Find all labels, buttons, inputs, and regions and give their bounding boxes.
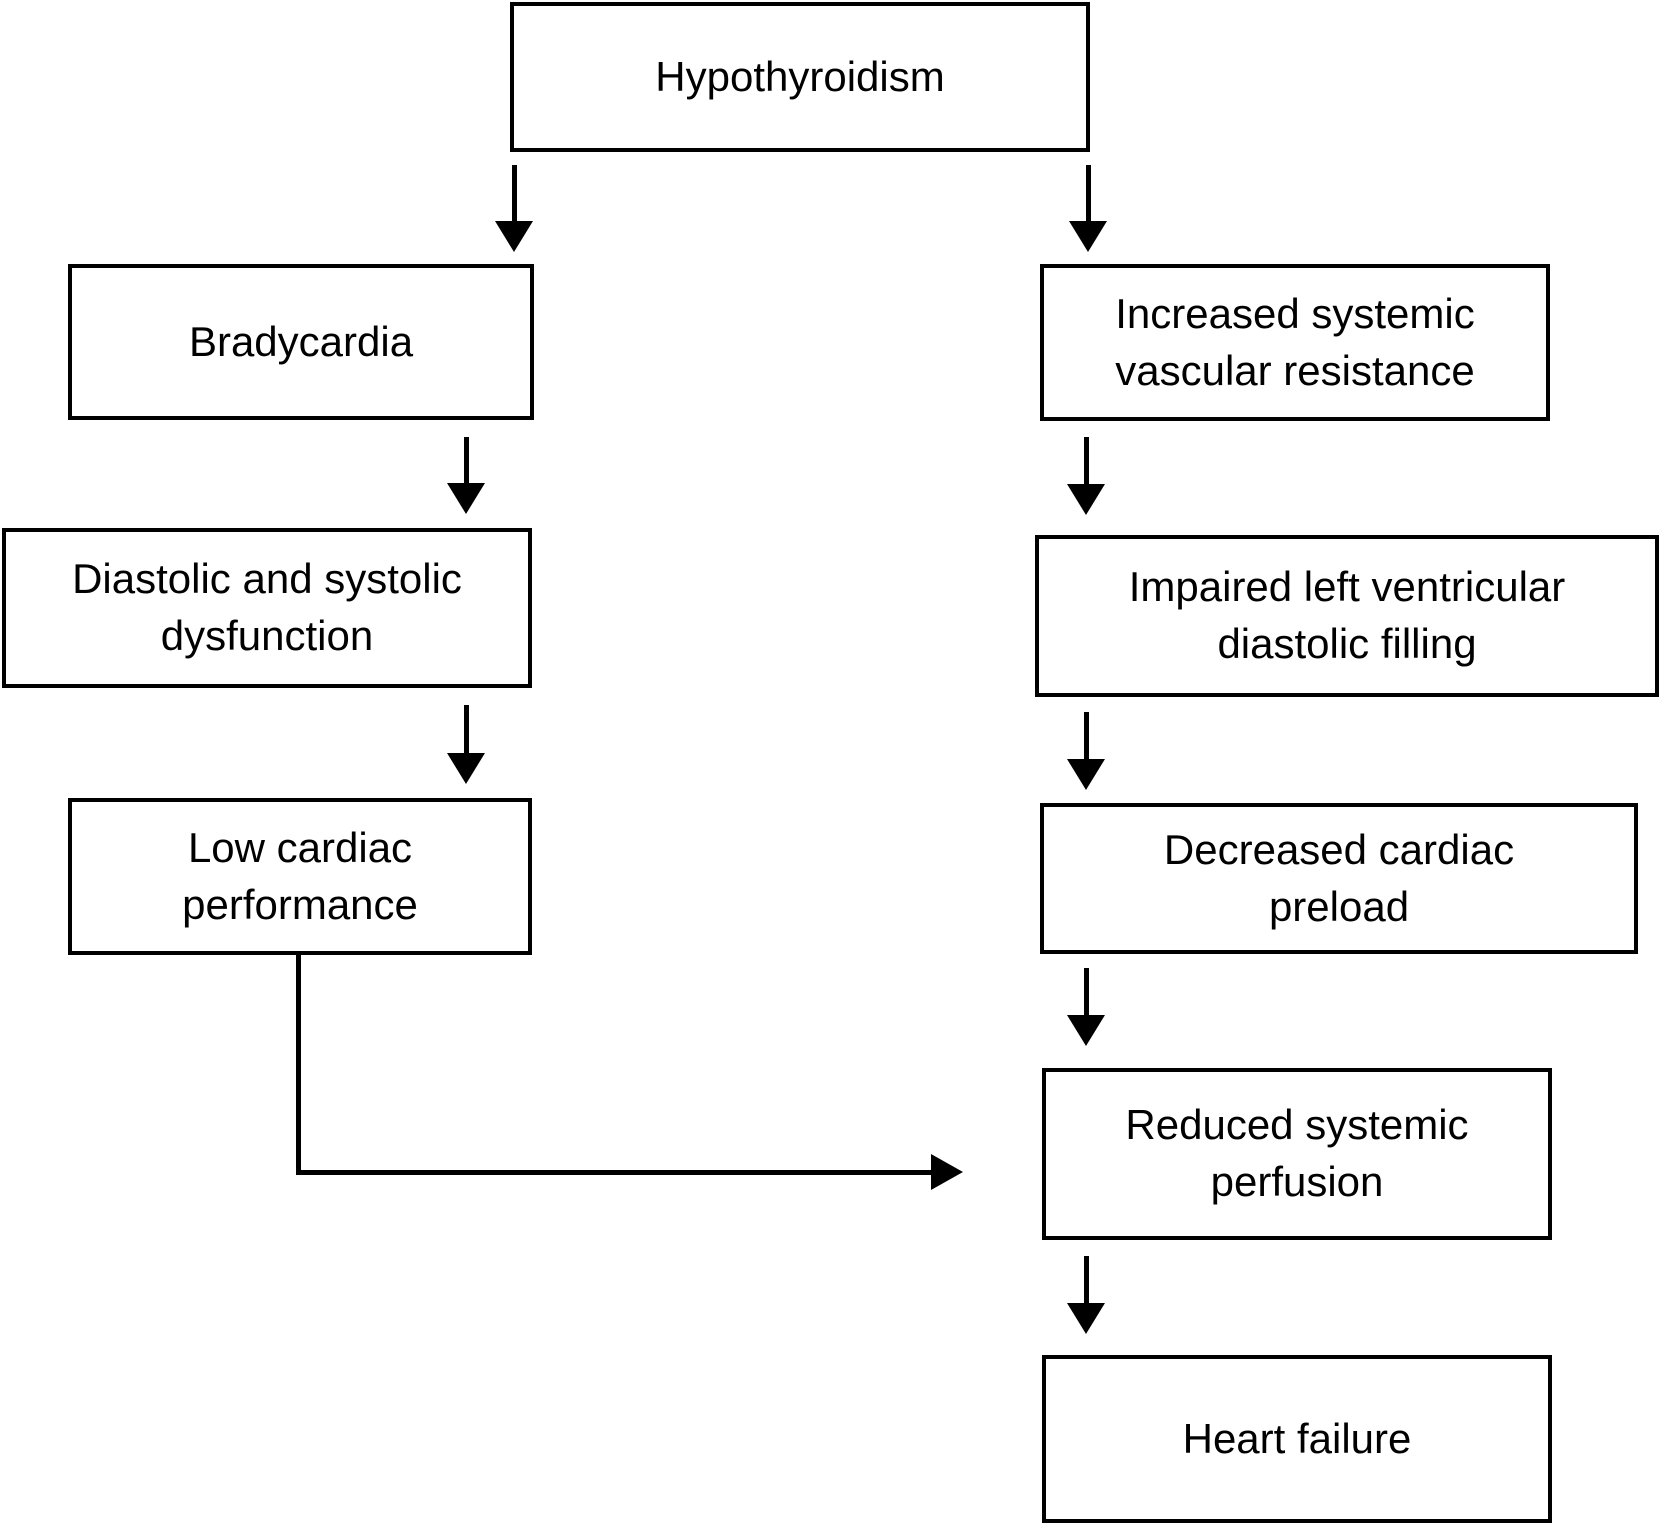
node-impaired-left-ventricular-diastolic-filling-label: Impaired left ventricular diastolic fill…	[1128, 563, 1566, 667]
node-diastolic-systolic-dysfunction: Diastolic and systolic dysfunction	[2, 528, 532, 688]
node-hypothyroidism: Hypothyroidism	[510, 2, 1090, 152]
arrowhead-down-icon	[1067, 759, 1105, 790]
node-bradycardia: Bradycardia	[68, 264, 534, 420]
edge-line	[464, 705, 469, 757]
arrowhead-down-icon	[495, 221, 533, 252]
node-bradycardia-label: Bradycardia	[188, 317, 414, 365]
node-heart-failure: Heart failure	[1042, 1355, 1552, 1523]
arrowhead-down-icon	[1069, 221, 1107, 252]
edge-line	[464, 437, 469, 487]
edge-line	[1084, 968, 1089, 1019]
arrowhead-down-icon	[1067, 484, 1105, 515]
edge-line	[1084, 1256, 1089, 1307]
edge-line	[1084, 437, 1089, 488]
node-increased-systemic-vascular-resistance-label: Increased systemic vascular resistance	[1115, 289, 1475, 394]
arrowhead-down-icon	[447, 753, 485, 784]
edge-line-horizontal	[296, 1170, 931, 1175]
node-increased-systemic-vascular-resistance: Increased systemic vascular resistance	[1040, 264, 1550, 421]
node-reduced-systemic-perfusion-label: Reduced systemic perfusion	[1125, 1101, 1469, 1205]
edge-line-vertical	[296, 955, 301, 1175]
node-diastolic-systolic-dysfunction-label: Diastolic and systolic dysfunction	[72, 555, 462, 659]
edge-line	[1084, 712, 1089, 763]
node-low-cardiac-performance: Low cardiac performance	[68, 798, 532, 955]
arrowhead-down-icon	[1067, 1303, 1105, 1334]
arrowhead-right-icon	[931, 1154, 963, 1190]
node-decreased-cardiac-preload: Decreased cardiac preload	[1040, 803, 1638, 954]
arrowhead-down-icon	[1067, 1015, 1105, 1046]
node-decreased-cardiac-preload-label: Decreased cardiac preload	[1163, 825, 1515, 930]
node-reduced-systemic-perfusion: Reduced systemic perfusion	[1042, 1068, 1552, 1240]
node-low-cardiac-performance-label: Low cardiac performance	[182, 823, 418, 928]
node-impaired-left-ventricular-diastolic-filling: Impaired left ventricular diastolic fill…	[1035, 535, 1659, 697]
node-heart-failure-label: Heart failure	[1182, 1414, 1412, 1462]
arrowhead-down-icon	[447, 483, 485, 514]
edge-line	[512, 165, 517, 225]
edge-line	[1086, 165, 1091, 225]
node-hypothyroidism-label: Hypothyroidism	[655, 52, 945, 100]
